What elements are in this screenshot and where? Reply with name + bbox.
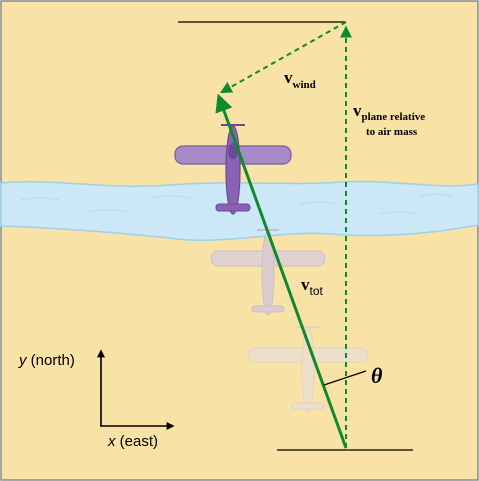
y-axis-label: y (north) <box>18 352 75 369</box>
v-tot-vector <box>215 93 348 449</box>
v-tot-label: vtot <box>301 275 324 298</box>
theta-label: θ <box>371 363 383 388</box>
airplane-icon <box>247 326 369 413</box>
v-wind-label: vwind <box>284 68 316 91</box>
airplane-icon <box>210 229 326 316</box>
theta-pointer-line <box>323 370 367 386</box>
x-axis-label: x (east) <box>107 433 158 450</box>
v-plane-label: vplane relative to air mass <box>353 101 429 138</box>
v-wind-vector <box>219 21 347 94</box>
river-ripples <box>19 193 453 215</box>
